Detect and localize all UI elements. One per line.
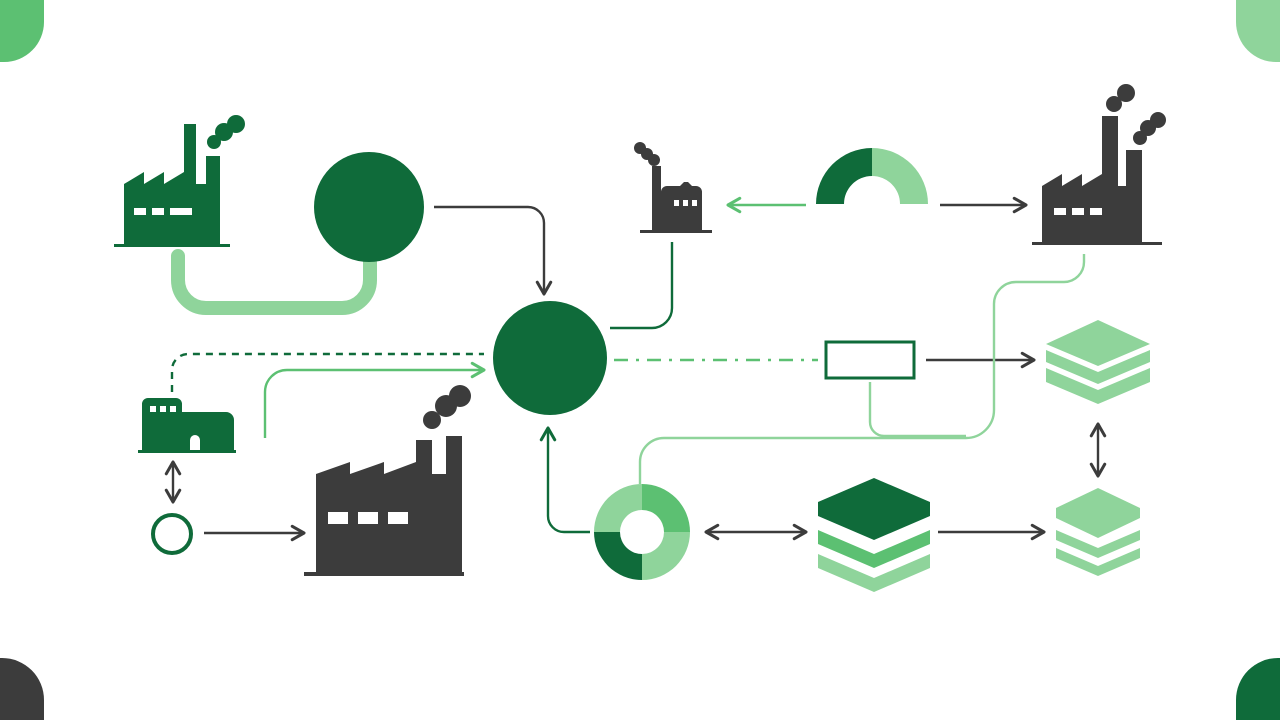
small-plant-icon <box>138 398 236 453</box>
connector-light-to-hub <box>263 361 486 438</box>
connector-u-pipe <box>171 249 377 315</box>
half-gauge-icon <box>816 148 928 204</box>
corner-decor-top-right <box>1236 0 1280 62</box>
factory-icon <box>114 115 245 247</box>
layer-stack-icon <box>1046 320 1150 404</box>
hub-node-icon <box>493 301 607 415</box>
layer-stack-icon <box>818 478 930 592</box>
endpoint-node-icon <box>151 513 193 555</box>
connectors <box>164 196 1107 542</box>
connector-dashed-building-to-hub <box>170 352 484 392</box>
connector-circle-to-hub <box>434 205 553 296</box>
ring-node-icon <box>594 484 690 580</box>
connector-factory-curve <box>638 254 1086 484</box>
factory-icon <box>1032 84 1166 245</box>
connector-ring-to-hub <box>539 426 590 534</box>
layer-stack-icon <box>1056 488 1140 576</box>
connector-hub-to-small-factory <box>610 242 674 330</box>
corner-decor-top-left <box>0 0 44 62</box>
small-plant-icon <box>634 142 712 233</box>
connector-box-down <box>868 382 966 438</box>
source-node-icon <box>314 152 424 262</box>
corner-decor-bottom-right <box>1236 658 1280 720</box>
process-box-icon <box>824 340 916 380</box>
corner-decor-bottom-left <box>0 658 44 720</box>
factory-icon <box>304 385 471 576</box>
